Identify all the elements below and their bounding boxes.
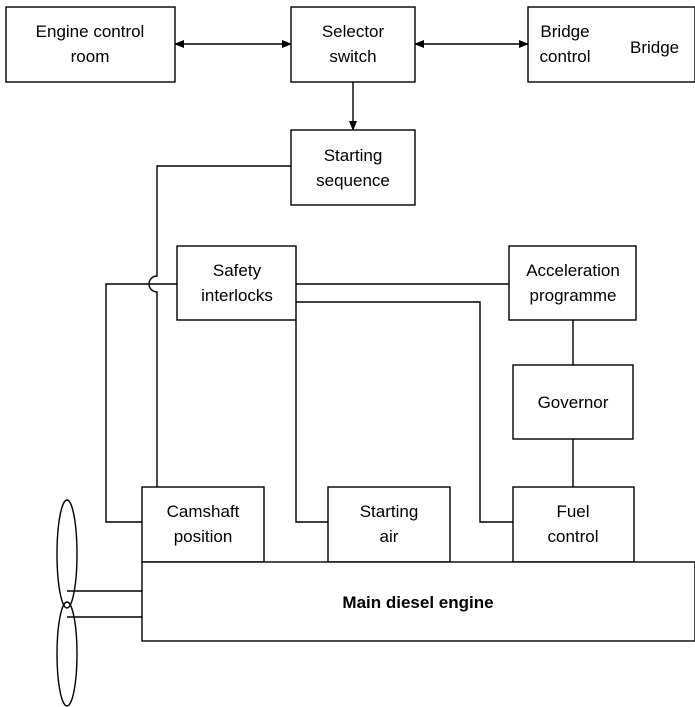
camshaft-position-label-line2: position xyxy=(174,527,233,546)
line-interlocks-starting-air xyxy=(295,320,328,523)
propeller-blade-upper xyxy=(56,499,78,609)
propeller-blade-lower xyxy=(56,601,78,707)
selector-switch-node: Selector switch xyxy=(290,6,416,83)
safety-interlocks-node: Safety interlocks xyxy=(176,245,297,321)
engine-control-room-node: Engine control room xyxy=(5,6,176,83)
acceleration-programme-label-line2: programme xyxy=(530,286,617,305)
line-sequence-camshaft xyxy=(148,165,291,487)
bridge-control-label-line1: Bridge xyxy=(540,22,589,41)
camshaft-position-label-line1: Camshaft xyxy=(167,502,240,521)
safety-interlocks-label-line1: Safety xyxy=(213,261,262,280)
governor-label: Governor xyxy=(538,393,609,412)
bridge-control-label-line2: control xyxy=(539,47,590,66)
main-diesel-engine-box xyxy=(141,561,695,642)
safety-interlocks-label-line2: interlocks xyxy=(201,286,273,305)
fuel-control-label-line2: control xyxy=(547,527,598,546)
fuel-control-node: Fuel control xyxy=(512,486,635,563)
starting-air-label-line2: air xyxy=(380,527,399,546)
main-diesel-engine-node: Main diesel engine xyxy=(141,561,695,642)
starting-air-box xyxy=(327,486,451,563)
propeller xyxy=(56,499,142,707)
starting-sequence-node: Starting sequence xyxy=(290,129,416,206)
engine-control-room-label-line1: Engine control xyxy=(36,22,145,41)
line-interlocks-camshaft xyxy=(105,283,177,523)
main-diesel-engine-label: Main diesel engine xyxy=(342,593,493,612)
governor-node: Governor xyxy=(512,364,634,440)
safety-interlocks-box xyxy=(176,245,297,321)
fuel-control-box xyxy=(512,486,635,563)
line-interlocks-fuel-control xyxy=(296,301,513,523)
bridge-label: Bridge xyxy=(630,38,679,57)
bridge-control-box xyxy=(527,6,695,83)
starting-sequence-label-line2: sequence xyxy=(316,171,390,190)
camshaft-position-box xyxy=(141,486,265,563)
starting-sequence-label-line1: Starting xyxy=(324,146,383,165)
engine-control-room-box xyxy=(5,6,176,83)
engine-control-room-label-line2: room xyxy=(71,47,110,66)
camshaft-position-node: Camshaft position xyxy=(141,486,265,563)
selector-switch-box xyxy=(290,6,416,83)
acceleration-programme-box xyxy=(508,245,637,321)
governor-box xyxy=(512,364,634,440)
starting-air-label-line1: Starting xyxy=(360,502,419,521)
acceleration-programme-node: Acceleration programme xyxy=(508,245,637,321)
fuel-control-label-line1: Fuel xyxy=(556,502,589,521)
selector-switch-label-line1: Selector xyxy=(322,22,385,41)
acceleration-programme-label-line1: Acceleration xyxy=(526,261,620,280)
bridge-control-node: Bridge control Bridge xyxy=(527,6,695,83)
selector-switch-label-line2: switch xyxy=(329,47,376,66)
starting-sequence-box xyxy=(290,129,416,206)
starting-air-node: Starting air xyxy=(327,486,451,563)
